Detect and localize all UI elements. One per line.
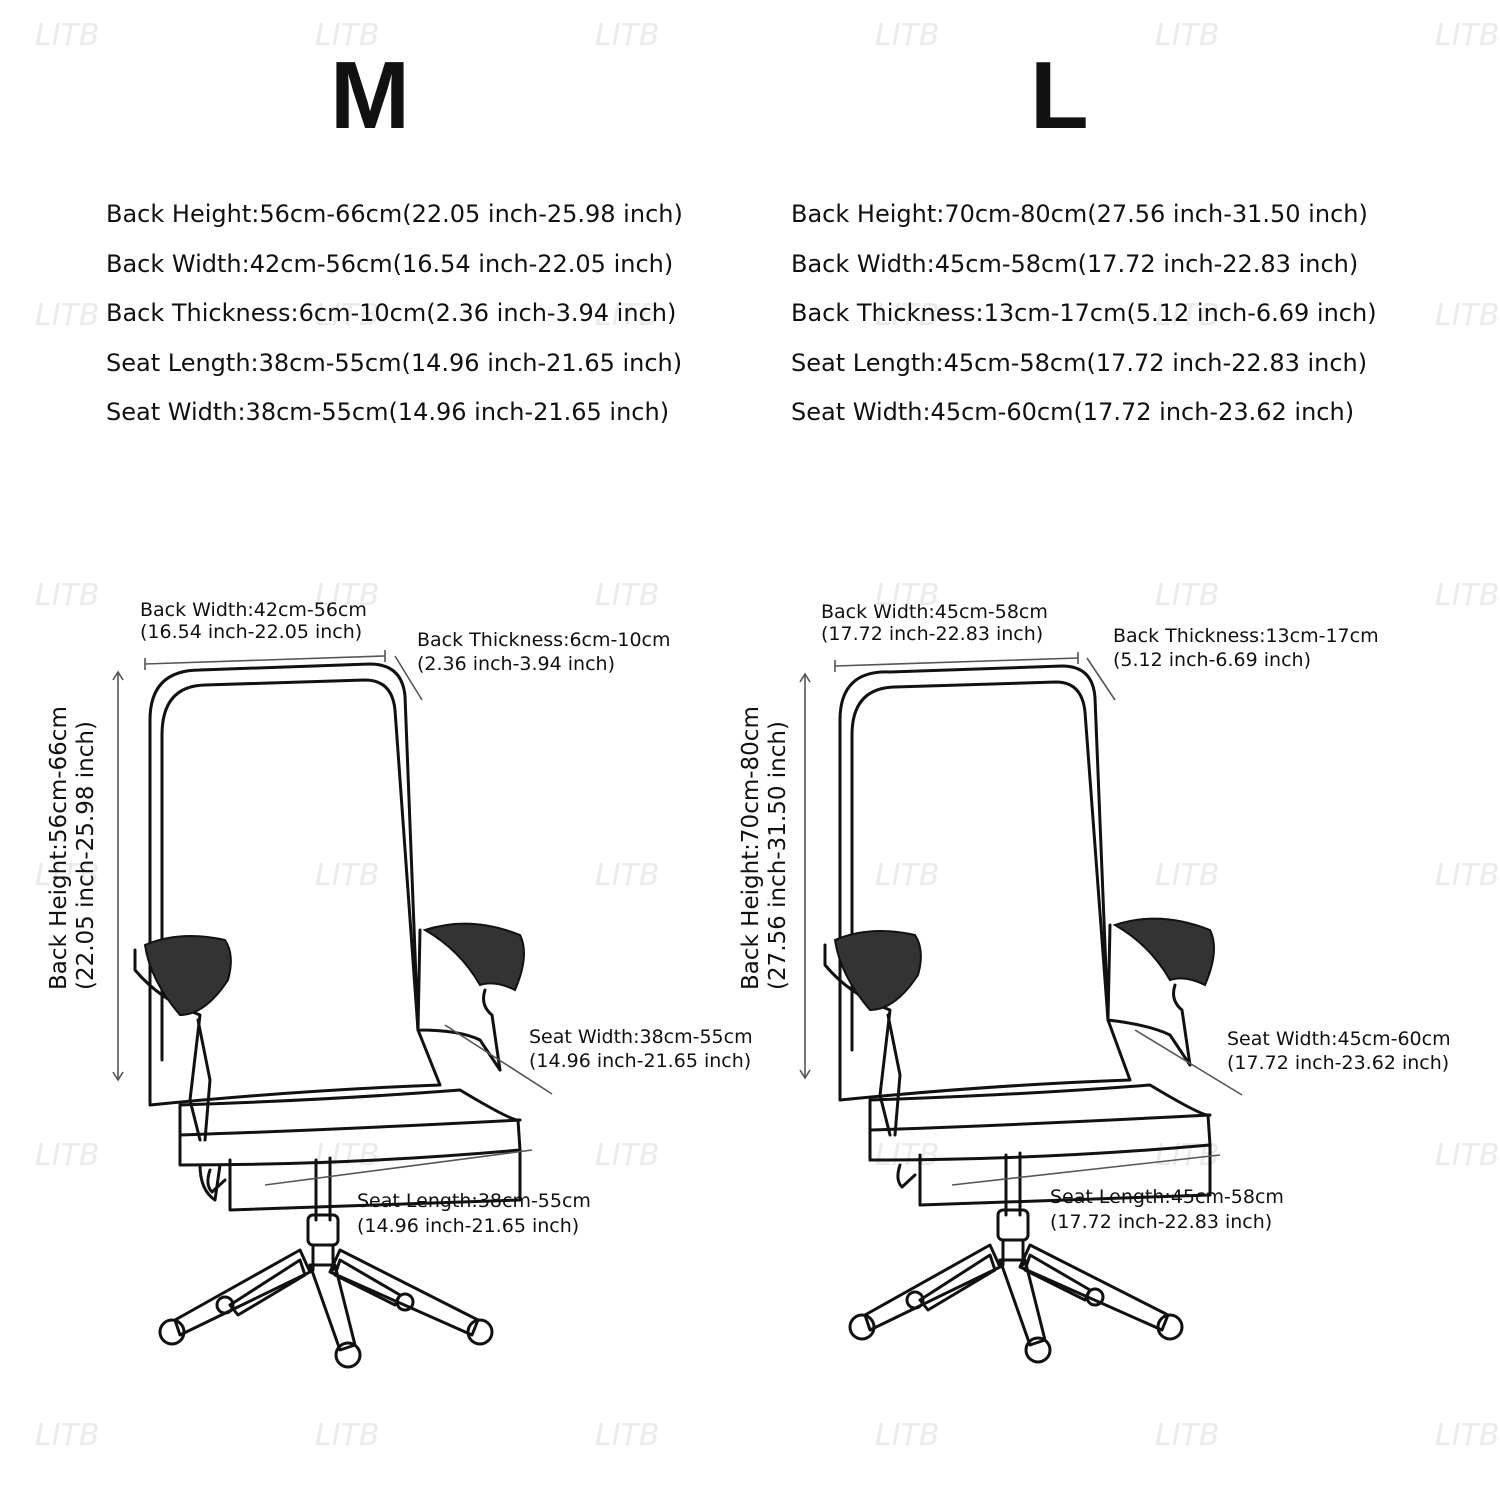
label-back-thickness: Back Thickness:6cm-10cm (417, 629, 671, 651)
watermark-text: LITB (1435, 1138, 1499, 1173)
watermark-text: LITB (1435, 1418, 1499, 1453)
label-seat-width: Seat Width:38cm-55cm (529, 1026, 753, 1048)
watermark-text: LITB (1435, 298, 1499, 333)
watermark-text: LITB (35, 1138, 99, 1173)
watermark-text: LITB (875, 1138, 939, 1173)
watermark-text: LITB (315, 578, 379, 613)
spec-seat-length: Seat Length:45cm-58cm(17.72 inch-22.83 i… (791, 348, 1368, 377)
size-title-m: M (330, 42, 410, 149)
watermark-text: LITB (595, 858, 659, 893)
spec-back-height: Back Height:56cm-66cm(22.05 inch-25.98 i… (106, 200, 683, 228)
spec-back-thickness: Back Thickness:13cm-17cm(5.12 inch-6.69 … (791, 299, 1377, 327)
chair-diagram-l: Back Width:45cm-58cm (17.72 inch-22.83 i… (738, 601, 1451, 1364)
label-seat-width: Seat Width:45cm-60cm (1227, 1028, 1451, 1050)
watermark-text: LITB (35, 578, 99, 613)
watermark-text: LITB (315, 1418, 379, 1453)
annotation-labels: Back Width:45cm-58cm (17.72 inch-22.83 i… (738, 601, 1451, 1233)
label-back-width-inch: (17.72 inch-22.83 inch) (821, 623, 1043, 645)
spec-seat-width: Seat Width:45cm-60cm(17.72 inch-23.62 in… (791, 398, 1355, 426)
label-back-height: Back Height:56cm-66cm (46, 706, 72, 990)
watermark-text: LITB (35, 18, 99, 53)
watermark-text: LITB (875, 298, 939, 333)
watermark-text: LITB (315, 1138, 379, 1173)
spec-list-l: Back Height:70cm-80cm(27.56 inch-31.50 i… (791, 196, 1377, 444)
spec-back-thickness: Back Thickness:6cm-10cm(2.36 inch-3.94 i… (106, 299, 677, 327)
watermark-text: LITB (1155, 18, 1219, 53)
watermark-text: LITB (315, 858, 379, 893)
watermark-text: LITB (595, 18, 659, 53)
watermark-text: LITB (1435, 858, 1499, 893)
watermark-text: LITB (315, 298, 379, 333)
label-back-thickness-inch: (2.36 inch-3.94 inch) (417, 653, 615, 675)
label-seat-length: Seat Length:45cm-58cm (1050, 1186, 1284, 1208)
spec-seat-width: Seat Width:38cm-55cm(14.96 inch-21.65 in… (106, 398, 670, 426)
watermark-text: LITB (315, 18, 379, 53)
watermark-text: LITB (1155, 298, 1219, 333)
label-back-width-inch: (16.54 inch-22.05 inch) (140, 621, 362, 643)
chair-diagram-m: Back Width:42cm-56cm (16.54 inch-22.05 i… (46, 599, 753, 1369)
watermark-text: LITB (1155, 578, 1219, 613)
watermark-text: LITB (875, 858, 939, 893)
watermark-text: LITB (35, 1418, 99, 1453)
annotation-labels: Back Width:42cm-56cm (16.54 inch-22.05 i… (46, 599, 753, 1237)
label-seat-width-inch: (14.96 inch-21.65 inch) (529, 1050, 751, 1072)
spec-back-width: Back Width:42cm-56cm(16.54 inch-22.05 in… (106, 249, 674, 278)
label-seat-width-inch: (17.72 inch-23.62 inch) (1227, 1052, 1449, 1074)
label-seat-length-inch: (14.96 inch-21.65 inch) (357, 1215, 579, 1237)
label-back-thickness-inch: (5.12 inch-6.69 inch) (1113, 649, 1311, 671)
label-back-height-inch: (27.56 inch-31.50 inch) (765, 721, 791, 990)
watermark-text: LITB (1155, 858, 1219, 893)
watermark-text: LITB (875, 578, 939, 613)
chair-drawing (133, 662, 525, 1369)
label-back-width: Back Width:45cm-58cm (821, 601, 1048, 623)
watermark-text: LITB (875, 18, 939, 53)
watermark-text: LITB (595, 578, 659, 613)
label-back-height-inch: (22.05 inch-25.98 inch) (73, 721, 99, 990)
spec-seat-length: Seat Length:38cm-55cm(14.96 inch-21.65 i… (106, 348, 683, 377)
chair-drawing (823, 664, 1215, 1364)
watermark-text: LITB (1435, 18, 1499, 53)
watermark-text: LITB (875, 1418, 939, 1453)
watermark-text: LITB (1155, 1418, 1219, 1453)
spec-back-width: Back Width:45cm-58cm(17.72 inch-22.83 in… (791, 249, 1359, 278)
watermark-text: LITB (35, 298, 99, 333)
label-back-thickness: Back Thickness:13cm-17cm (1113, 625, 1379, 647)
watermark-text: LITB (35, 858, 99, 893)
watermark-text: LITB (595, 298, 659, 333)
label-back-width: Back Width:42cm-56cm (140, 599, 367, 621)
watermark-text: LITB (595, 1418, 659, 1453)
label-seat-length: Seat Length:38cm-55cm (357, 1190, 591, 1212)
label-back-height: Back Height:70cm-80cm (738, 706, 764, 990)
label-seat-length-inch: (17.72 inch-22.83 inch) (1050, 1211, 1272, 1233)
size-title-l: L (1030, 42, 1089, 149)
watermark-text: LITB (1435, 578, 1499, 613)
spec-back-height: Back Height:70cm-80cm(27.56 inch-31.50 i… (791, 200, 1368, 228)
dimension-lines (112, 650, 553, 1186)
spec-list-m: Back Height:56cm-66cm(22.05 inch-25.98 i… (106, 196, 683, 444)
dimension-lines (799, 652, 1243, 1186)
watermark-text: LITB (595, 1138, 659, 1173)
